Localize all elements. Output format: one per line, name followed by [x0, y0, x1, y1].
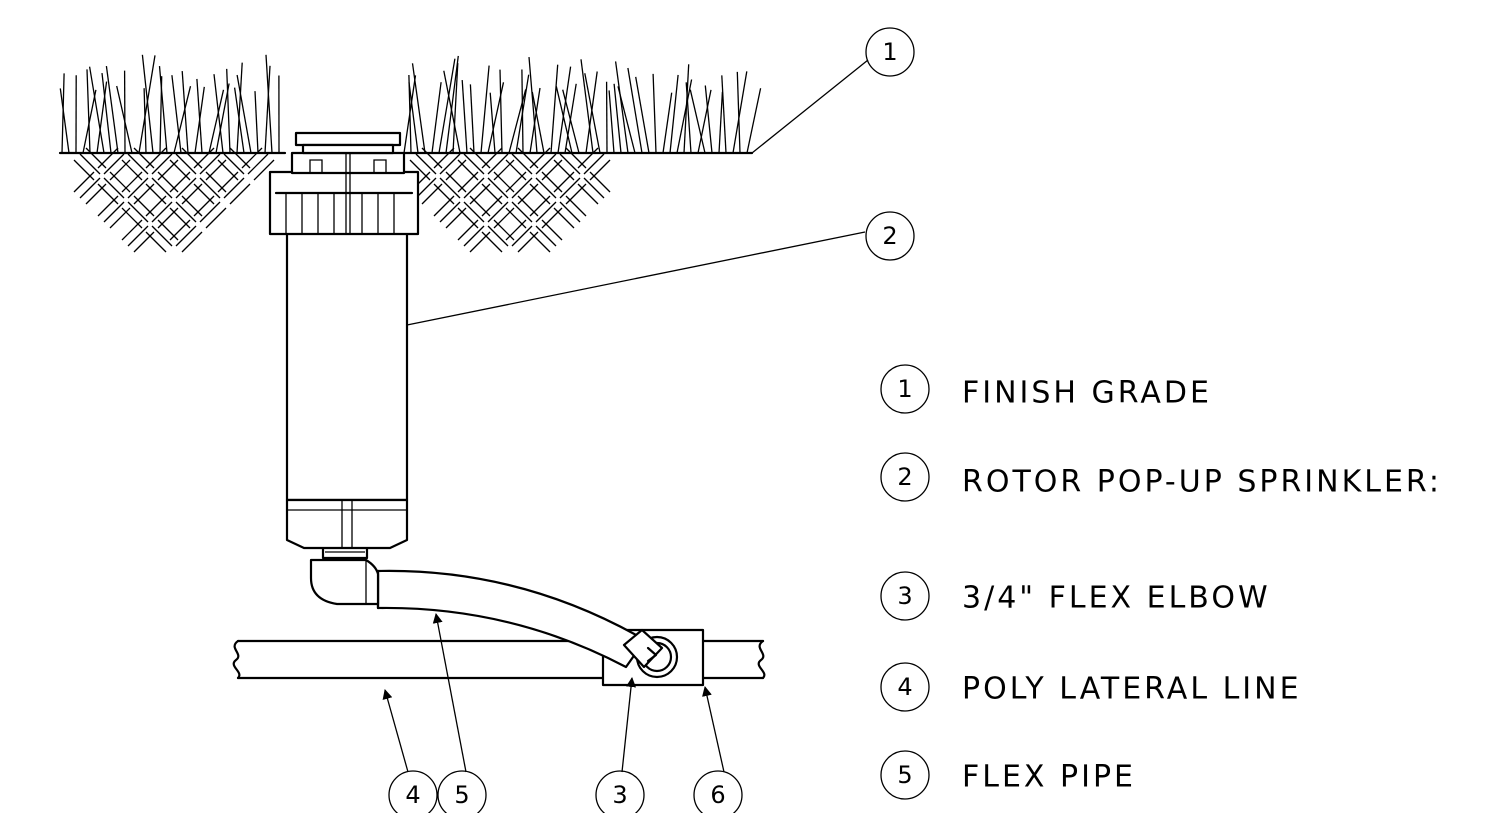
callout-2: 2 — [865, 211, 915, 261]
svg-text:ROTOR POP-UP SPRINKLER:: ROTOR POP-UP SPRINKLER: — [962, 465, 1442, 500]
legend-item-1: 1 FINISH GRADE — [880, 364, 1212, 414]
svg-text:2: 2 — [897, 463, 912, 491]
svg-text:POLY LATERAL LINE: POLY LATERAL LINE — [962, 672, 1302, 707]
callout-1: 1 — [865, 27, 915, 77]
svg-text:FINISH GRADE: FINISH GRADE — [962, 376, 1212, 411]
legend-item-4: 4 POLY LATERAL LINE — [880, 662, 1302, 712]
svg-text:2: 2 — [882, 222, 897, 250]
svg-text:5: 5 — [897, 761, 912, 789]
legend-item-5: 5 FLEX PIPE — [880, 750, 1136, 800]
svg-text:1: 1 — [897, 375, 912, 403]
turf-grass — [59, 54, 762, 154]
rotor-sprinkler-body — [285, 231, 409, 550]
legend: 1 FINISH GRADE 2 ROTOR POP-UP SPRINKLER:… — [880, 364, 1442, 800]
callout-leaders — [382, 59, 869, 773]
svg-text:4: 4 — [405, 781, 420, 809]
callout-3: 3 — [595, 770, 645, 813]
svg-text:FLEX PIPE: FLEX PIPE — [962, 760, 1136, 795]
flex-elbow-tee-end — [622, 628, 664, 669]
svg-text:5: 5 — [454, 781, 469, 809]
legend-item-2: 2 ROTOR POP-UP SPRINKLER: — [880, 452, 1442, 502]
svg-text:1: 1 — [882, 38, 897, 66]
flex-elbow-sprinkler-end — [309, 544, 380, 606]
svg-text:3: 3 — [897, 582, 912, 610]
svg-text:3: 3 — [612, 781, 627, 809]
callout-4: 4 — [388, 770, 438, 813]
rotor-sprinkler-cap — [268, 131, 420, 236]
svg-text:3/4" FLEX ELBOW: 3/4" FLEX ELBOW — [962, 581, 1271, 616]
svg-text:4: 4 — [897, 673, 912, 701]
svg-text:6: 6 — [710, 781, 725, 809]
callout-6: 6 — [693, 770, 743, 813]
legend-item-3: 3 3/4" FLEX ELBOW — [880, 571, 1271, 621]
callout-5: 5 — [437, 770, 487, 813]
